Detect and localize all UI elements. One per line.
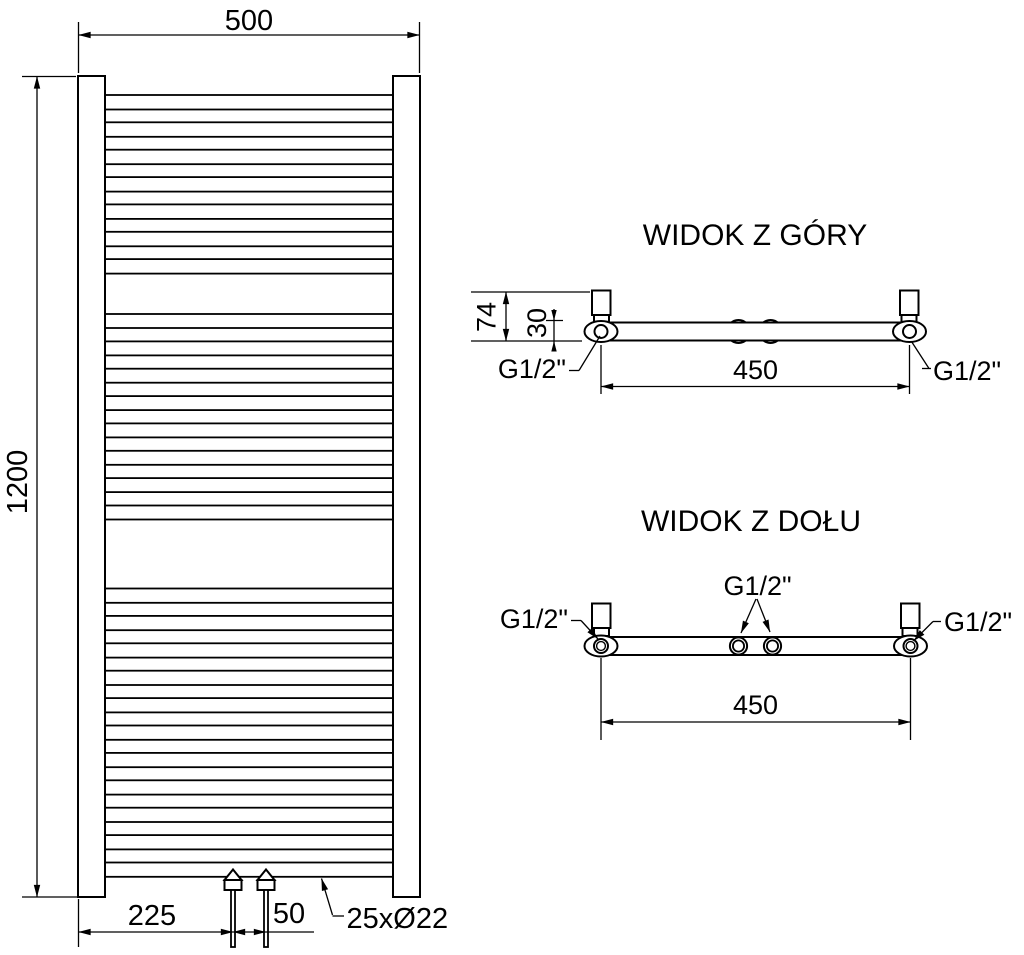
radiator-tube — [102, 779, 396, 796]
radiator-tube — [102, 313, 396, 329]
bottom-cross-tube — [602, 636, 909, 656]
radiator-tube — [102, 477, 396, 494]
top-cross-tube — [602, 321, 909, 342]
dimension-height-1200: 1200 — [2, 75, 105, 898]
dimension-axis-offset-30: 30 — [522, 308, 563, 352]
thread-top-right: G1/2" — [910, 341, 1001, 386]
thread-bottom-center: G1/2" — [723, 571, 792, 634]
depth-dimension-label: 74 — [472, 302, 502, 332]
dimension-bottom-450: 450 — [600, 658, 912, 740]
front-view: 500 1200 225 50 — [2, 5, 449, 948]
height-dimension-label: 1200 — [2, 450, 34, 515]
tube-spec-label: 25xØ22 — [347, 903, 449, 935]
bottom-view: WIDOK Z DOŁU — [500, 505, 1012, 740]
dimension-width-500: 500 — [77, 5, 421, 73]
mounting-bracket-bottom-left — [591, 602, 612, 637]
right-collector-rail — [392, 75, 421, 898]
radiator-tube — [102, 504, 396, 521]
radiator-tube — [102, 806, 396, 823]
radiator-tube — [102, 422, 396, 439]
center-port-left — [728, 636, 749, 656]
radiator-tube — [102, 340, 396, 357]
valve-left — [222, 867, 244, 948]
thread-label: G1/2" — [933, 356, 1001, 386]
radiator-tube — [102, 834, 396, 851]
thread-label: G1/2" — [498, 354, 566, 384]
top-view-title: WIDOK Z GÓRY — [643, 219, 867, 252]
thread-top-left: G1/2" — [498, 335, 601, 384]
connection-port-top-left — [593, 324, 609, 339]
axis-offset-label: 30 — [522, 308, 552, 338]
top-view: WIDOK Z GÓRY 74 — [471, 219, 1001, 394]
width-dimension-label: 500 — [225, 5, 273, 37]
left-collector-rail — [77, 75, 106, 898]
connection-port-top-right — [902, 324, 917, 339]
radiator-tube — [102, 587, 396, 604]
thread-label: G1/2" — [500, 604, 568, 634]
radiator-tube — [102, 258, 396, 275]
dimension-depth-74: 74 — [471, 291, 590, 342]
radiator-tube — [102, 203, 396, 220]
thread-label: G1/2" — [723, 571, 791, 601]
radiator-tube — [102, 697, 396, 714]
top-connection-spacing-label: 450 — [733, 355, 778, 385]
radiator-tube — [102, 367, 396, 384]
radiator-tube — [102, 148, 396, 166]
dimension-top-450: 450 — [600, 345, 911, 394]
bottom-connection-spacing-label: 450 — [733, 690, 778, 720]
tube-spec-annotation: 25xØ22 — [320, 878, 449, 935]
radiator-tube — [102, 642, 396, 659]
radiator-tube — [102, 724, 396, 741]
radiator-tube — [102, 752, 396, 769]
thread-bottom-left: G1/2" — [500, 604, 599, 640]
radiator-tube — [102, 121, 396, 138]
mounting-bracket-top-right — [899, 289, 920, 324]
valve-offset-label: 225 — [128, 900, 176, 932]
dimension-valve-spacing-50: 50 — [232, 898, 314, 936]
radiator-tube — [102, 176, 396, 193]
valve-spacing-label: 50 — [273, 898, 305, 930]
radiator-tube — [102, 615, 396, 632]
mounting-bracket-top-left — [591, 289, 612, 324]
connection-port-bottom-left — [593, 638, 609, 654]
radiator-tube — [102, 449, 396, 466]
radiator-tube — [102, 669, 396, 686]
thread-bottom-right: G1/2" — [913, 607, 1012, 642]
mounting-bracket-bottom-right — [900, 602, 921, 637]
radiator-tube — [102, 395, 396, 412]
radiator-tube — [102, 230, 396, 248]
dimension-valve-offset-225: 225 — [77, 899, 234, 947]
valve-right — [255, 867, 277, 948]
center-port-right — [762, 636, 783, 656]
connection-port-bottom-right — [902, 638, 919, 654]
thread-label: G1/2" — [944, 607, 1012, 637]
radiator-tube — [102, 861, 396, 878]
radiator-tube — [102, 94, 396, 111]
radiator-tubes-group — [102, 94, 396, 878]
bottom-view-title: WIDOK Z DOŁU — [641, 505, 861, 538]
